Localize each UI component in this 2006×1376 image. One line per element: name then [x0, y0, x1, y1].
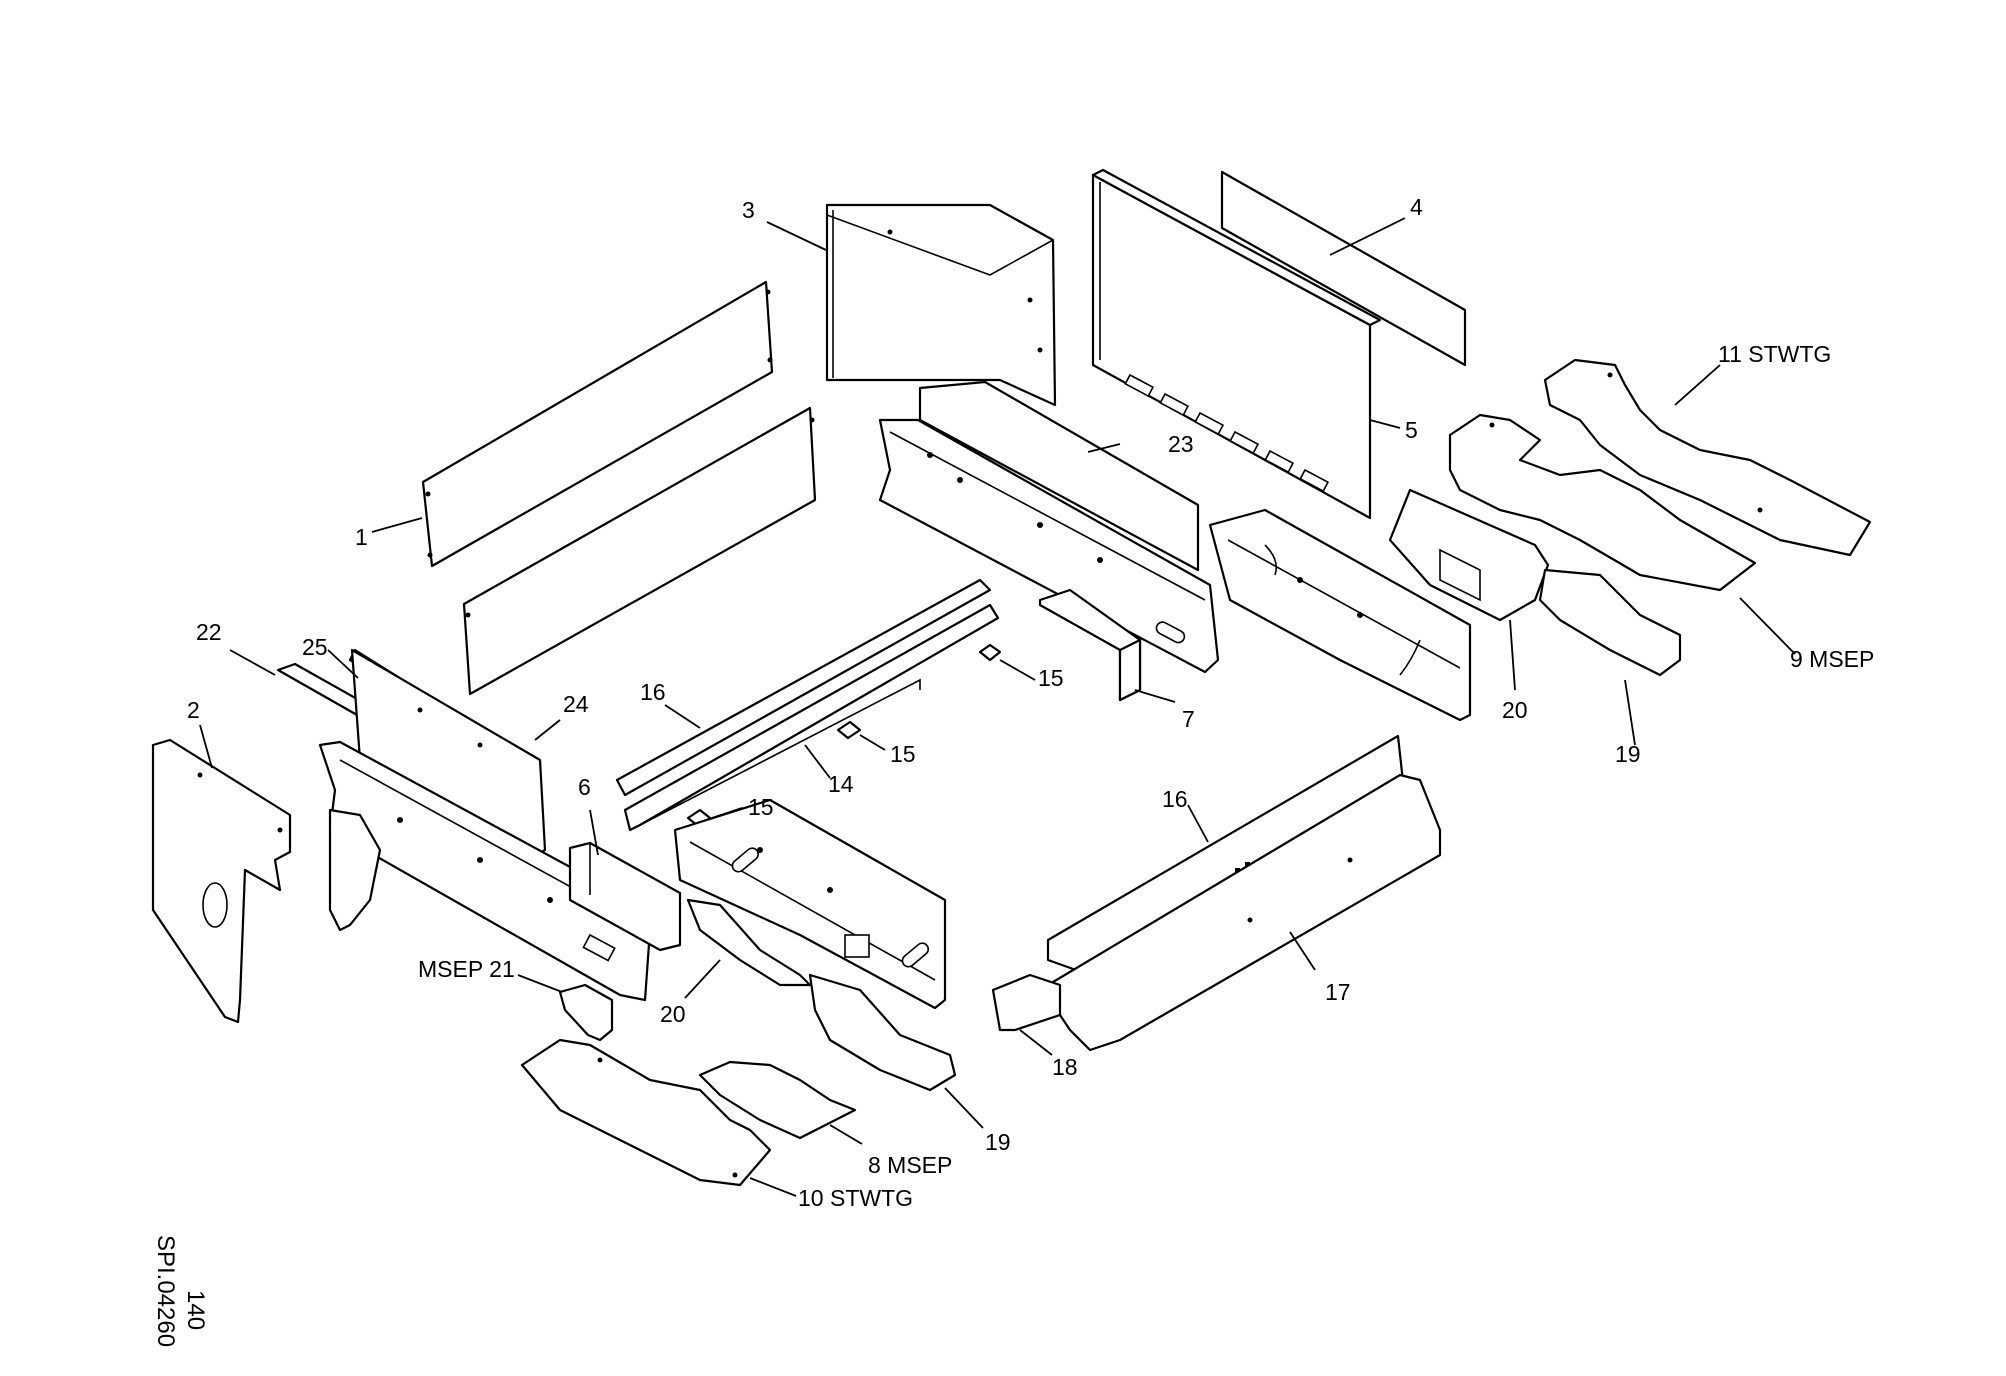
- label-6: 6: [578, 774, 591, 800]
- part-18-plate: [991, 973, 1062, 1032]
- part-20-center: [686, 898, 812, 987]
- label-23: 23: [1168, 431, 1194, 457]
- label-25: 25: [302, 634, 328, 660]
- part-19-right: [1538, 568, 1682, 677]
- part-10-stwtg-plate: [520, 1038, 772, 1187]
- label-22: 22: [196, 619, 222, 645]
- part-9-msep-plate: [1448, 413, 1757, 592]
- part-16-rail-center: [615, 578, 992, 797]
- part-5-back-panel: [1091, 168, 1382, 520]
- label-15-b: 15: [890, 741, 916, 767]
- part-15-clips: [686, 643, 1002, 828]
- callout-labels: 1 2 3 4 5 6 7 8 MSEP 9 MSEP 10 STWTG 11 …: [187, 194, 1874, 1211]
- label-19-b: 19: [985, 1129, 1011, 1155]
- label-20-a: 20: [1502, 697, 1528, 723]
- part-1-panels: [421, 280, 817, 696]
- part-19-center: [808, 973, 957, 1092]
- label-3: 3: [742, 197, 755, 223]
- label-2: 2: [187, 697, 200, 723]
- label-16-a: 16: [640, 679, 666, 705]
- label-14: 14: [828, 771, 854, 797]
- label-10-stwtg: 10 STWTG: [798, 1185, 913, 1211]
- drawing-code-line2: 140: [182, 1290, 209, 1330]
- drawing-code-line1: SPI.04260: [152, 1235, 179, 1347]
- label-19-a: 19: [1615, 741, 1641, 767]
- left-side-frame: [318, 740, 652, 1002]
- leader-lines: [199, 217, 1796, 1197]
- label-1: 1: [355, 524, 368, 550]
- right-side-frame: [1208, 508, 1472, 722]
- part-7-block: [1038, 588, 1142, 702]
- label-20-b: 20: [660, 1001, 686, 1027]
- label-17: 17: [1325, 979, 1351, 1005]
- part-3-panel: [825, 203, 1057, 407]
- label-15-a: 15: [1038, 665, 1064, 691]
- center-front-frame: [673, 798, 947, 1010]
- label-24: 24: [563, 691, 589, 717]
- label-11-stwtg: 11 STWTG: [1718, 341, 1831, 367]
- label-15-c: 15: [748, 794, 774, 820]
- label-16-b: 16: [1162, 786, 1188, 812]
- label-18: 18: [1052, 1054, 1078, 1080]
- label-7: 7: [1182, 706, 1195, 732]
- drawing-code: SPI.04260 140: [152, 1235, 209, 1347]
- part-20-right: [1388, 488, 1550, 622]
- part-14-rail: [623, 603, 1000, 832]
- part-11-stwtg-plate: [1543, 358, 1872, 557]
- label-9-msep: 9 MSEP: [1790, 646, 1874, 672]
- part-6-block: [568, 841, 682, 952]
- part-2-end-cover: [151, 738, 292, 1024]
- part-21-msep-bracket: [558, 983, 614, 1042]
- label-4: 4: [1410, 194, 1423, 220]
- rear-side-frame: [878, 418, 1220, 674]
- label-5: 5: [1405, 417, 1418, 443]
- label-8-msep: 8 MSEP: [868, 1152, 952, 1178]
- part-8-msep-plate: [698, 1060, 857, 1140]
- part-23-rail: [918, 380, 1200, 572]
- label-21-msep: MSEP 21: [418, 956, 515, 982]
- part-4-strip: [1220, 170, 1467, 367]
